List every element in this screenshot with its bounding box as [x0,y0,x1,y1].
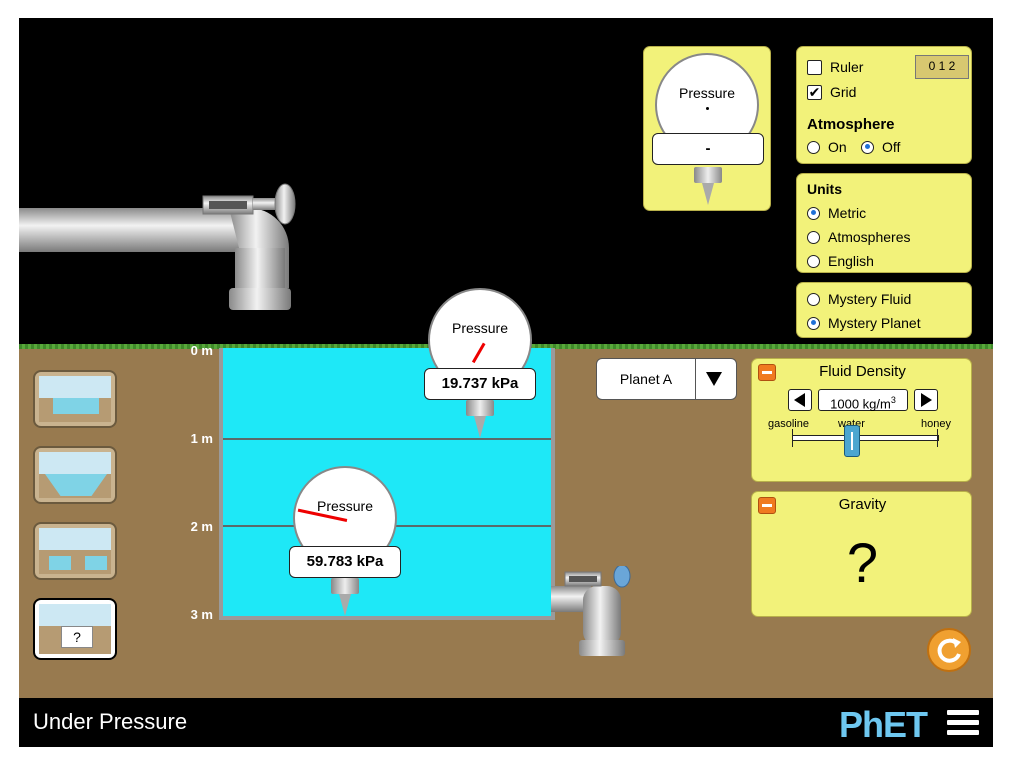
depth-label-1: 1 m [190,431,213,446]
radio-icon [807,230,820,244]
density-label-honey: honey [921,418,951,430]
depth-label-3: 3 m [190,607,213,622]
arrow-left-icon [794,393,805,407]
bottom-faucet-icon[interactable] [551,566,631,658]
controls-panel: Ruler 0 1 2 ✔ Grid Atmosphere On Off [796,46,972,164]
radio-icon [807,292,820,306]
units-title: Units [807,181,842,197]
pressure-gauge-upper[interactable]: Pressure 19.737 kPa [424,288,536,440]
minus-icon[interactable] [758,497,776,514]
scene-3-button[interactable] [33,522,117,580]
radio-icon [807,254,820,268]
units-atmospheres-radio[interactable]: Atmospheres [807,229,910,245]
grid-label: Grid [830,84,857,100]
depth-label-0: 0 m [190,343,213,358]
atmosphere-off-radio[interactable]: Off [861,139,900,155]
nav-bar: Under Pressure PhET [19,698,993,747]
sim-frame: 0 m 1 m 2 m 3 m ? Pressure - [19,18,993,747]
upper-gauge-readout: 19.737 kPa [424,368,536,400]
grid-checkbox[interactable]: ✔ Grid [807,84,856,100]
ruler-checkbox[interactable]: Ruler [807,59,863,75]
units-metric-radio[interactable]: Metric [807,205,866,221]
sim-title: Under Pressure [33,709,188,734]
pressure-gauge-lower[interactable]: Pressure 59.783 kPa [289,466,401,618]
mystery-mark: ? [61,626,93,648]
units-english-radio[interactable]: English [807,253,874,269]
density-decrease-button[interactable] [788,389,812,411]
phet-logo[interactable]: PhET [839,704,928,745]
dropdown-arrow-icon [706,372,722,386]
gauge-label: Pressure [451,320,509,336]
fluid-density-title: Fluid Density [819,363,906,380]
scene-1-button[interactable] [33,370,117,428]
lower-gauge-readout: 59.783 kPa [289,546,401,578]
density-increase-button[interactable] [914,389,938,411]
gauge-label: Pressure [678,85,736,101]
gravity-value: ? [846,531,879,594]
gravity-title: Gravity [838,496,887,513]
minus-icon[interactable] [758,364,776,381]
density-value: 1000 kg/m3 [818,389,908,411]
scene-2-button[interactable] [33,446,117,504]
scene-4-button[interactable]: ? [33,598,117,660]
units-panel: Units Metric Atmospheres English [796,173,972,273]
radio-selected-icon [861,140,874,154]
gravity-panel: Gravity ? [751,491,972,617]
radio-selected-icon [807,316,820,330]
mystery-panel: Mystery Fluid Mystery Planet [796,282,972,338]
radio-selected-icon [807,206,820,220]
grid-line-1m [223,438,551,440]
menu-icon[interactable] [947,710,979,736]
density-label-gasoline: gasoline [768,418,809,430]
density-slider-thumb[interactable] [844,425,860,457]
mystery-fluid-radio[interactable]: Mystery Fluid [807,291,911,307]
planet-dropdown-value: Planet A [619,371,673,387]
reset-icon[interactable] [927,628,971,672]
depth-label-2: 2 m [190,519,213,534]
ruler-label: Ruler [830,59,864,75]
checkbox-checked-icon: ✔ [807,83,822,100]
mystery-planet-radio[interactable]: Mystery Planet [807,315,921,331]
ruler-icon[interactable]: 0 1 2 [915,55,969,79]
gauge-toolbox-panel: Pressure - [643,46,771,211]
atmosphere-on-radio[interactable]: On [807,139,847,155]
radio-icon [807,140,820,154]
gauge-label: Pressure [316,498,374,514]
fluid-density-panel: Fluid Density 1000 kg/m3 gasoline water … [751,358,972,482]
checkbox-icon [807,59,822,75]
top-faucet-icon[interactable] [19,178,299,313]
density-slider-track[interactable] [792,435,939,441]
atmosphere-title: Atmosphere [807,116,895,133]
toolbox-gauge-readout: - [652,133,764,165]
gauge-needle [471,342,486,363]
arrow-right-icon [921,393,932,407]
planet-dropdown[interactable]: Planet A [596,358,737,400]
